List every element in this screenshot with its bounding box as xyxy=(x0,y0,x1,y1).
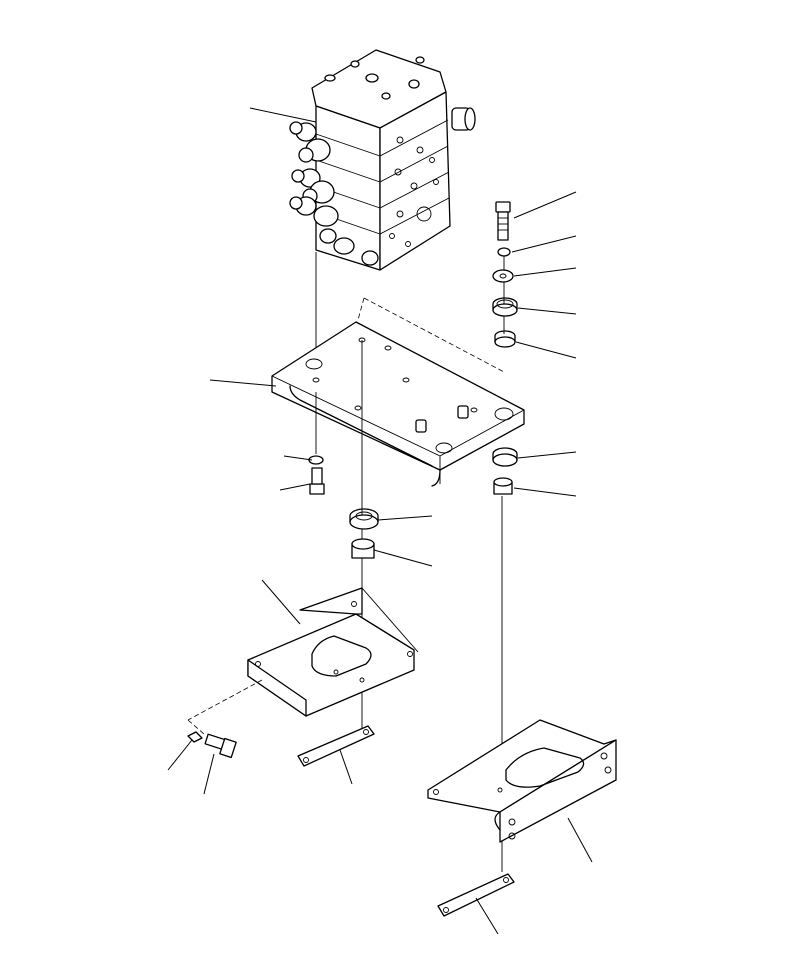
plate-washer xyxy=(492,269,514,283)
washer-upper-right xyxy=(497,247,511,257)
right-bracket xyxy=(427,719,617,843)
strap-right xyxy=(437,873,515,917)
strap-left xyxy=(297,725,375,767)
control-valve-assembly xyxy=(289,49,476,271)
washer-bracket xyxy=(187,731,203,743)
leader-lines xyxy=(167,107,593,935)
left-bracket xyxy=(187,587,419,735)
collar-lower-right xyxy=(493,477,513,495)
rubber-mount-upper xyxy=(492,297,518,317)
rubber-mount-lower-right xyxy=(492,447,518,467)
bolt-left xyxy=(309,467,325,495)
collar-center xyxy=(351,538,375,559)
bolt-bracket xyxy=(204,733,237,759)
bolt-upper-right xyxy=(495,201,511,241)
rubber-mount-center xyxy=(349,508,379,530)
rubber-mount-collar xyxy=(494,330,516,348)
valve-mounting-plate xyxy=(271,297,525,487)
